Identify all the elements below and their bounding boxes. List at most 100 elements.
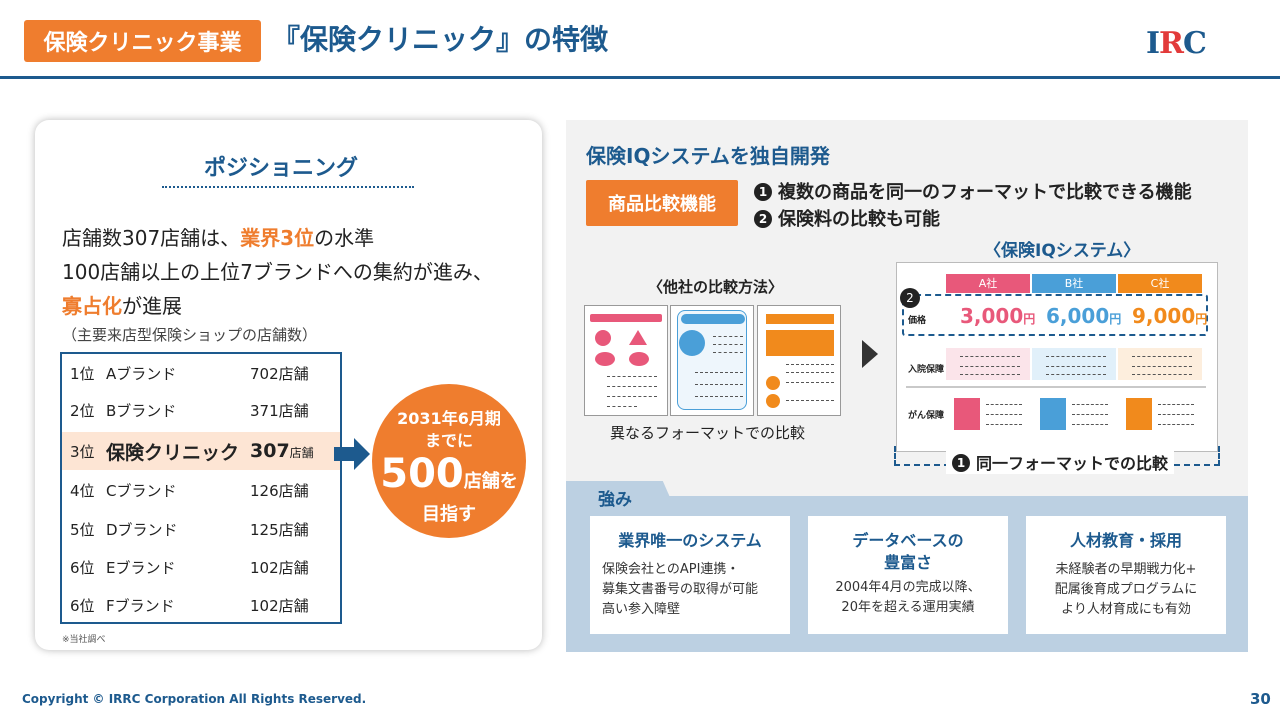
company-header: B社	[1032, 274, 1116, 293]
strength-title: 人材教育・採用	[1069, 531, 1182, 550]
feature-text: 保険料の比較も可能	[778, 209, 940, 230]
goal-circle: 2031年6月期 までに 500店舗を 目指す	[372, 384, 526, 538]
goal-text: までに	[424, 431, 473, 450]
rank-position: 3位	[70, 442, 95, 461]
price-value: 9,000	[1132, 304, 1196, 328]
store-count: 126店舗	[250, 481, 309, 500]
strength-card: 人材教育・採用 未経験者の早期戦力化+ 配属後育成プログラムに より人材育成にも…	[1026, 516, 1226, 634]
ranking-row-highlight: 3位 保険クリニック 307店舗	[62, 432, 340, 470]
highlight-text: 寡占化	[62, 294, 122, 318]
strength-title-line: データベースの	[852, 531, 964, 550]
strength-card: データベースの豊富さ 2004年4月の完成以降、 20年を超える運用実績	[808, 516, 1008, 634]
logo-letter: C	[1182, 26, 1207, 61]
document-thumbnail	[670, 305, 754, 416]
company-header: C社	[1118, 274, 1202, 293]
price-value: 6,000	[1046, 304, 1110, 328]
count-unit: 店舗	[289, 446, 314, 460]
document-thumbnail	[757, 305, 841, 416]
ranking-row: 6位 Fブランド 102店舗	[62, 586, 340, 624]
logo-letter: I	[1146, 26, 1160, 61]
strength-line: 高い参入障壁	[602, 602, 681, 617]
brand-name: Cブランド	[106, 481, 177, 500]
iq-title: 保険IQシステムを独自開発	[586, 144, 830, 168]
price-unit: 円	[1195, 312, 1208, 326]
hospital-cell	[1118, 348, 1202, 380]
page-number: 30	[1250, 690, 1271, 708]
price-unit: 円	[1023, 312, 1036, 326]
ranking-row: 4位 Cブランド 126店舗	[62, 471, 340, 509]
strength-line: 2004年4月の完成以降、	[835, 580, 981, 595]
strength-line: 20年を超える運用実績	[841, 600, 975, 615]
strength-body: 2004年4月の完成以降、 20年を超える運用実績	[808, 578, 1008, 618]
rank-position: 6位	[70, 596, 95, 615]
brand-name: Bブランド	[106, 401, 177, 420]
row-label-cancer: がん保障	[908, 411, 945, 421]
row-label-hospital: 入院保障	[908, 365, 945, 375]
text: 店舗数307店舗は、	[62, 226, 241, 250]
rank-position: 4位	[70, 481, 95, 500]
strength-title-line: 豊富さ	[883, 553, 932, 572]
cancer-block	[954, 398, 980, 430]
description-line-3: 寡占化が進展	[62, 290, 182, 319]
goal-value: 500	[380, 451, 464, 497]
rank-position: 1位	[70, 364, 95, 383]
brand-name: 保険クリニック	[106, 441, 240, 464]
ranking-row: 5位 Dブランド 125店舗	[62, 510, 340, 548]
count-number: 307	[250, 440, 290, 462]
rank-position: 6位	[70, 558, 95, 577]
ranking-row: 6位 Eブランド 102店舗	[62, 548, 340, 586]
brand-name: Aブランド	[106, 364, 177, 383]
ranking-table: 1位 Aブランド 702店舗 2位 Bブランド 371店舗 3位 保険クリニック…	[60, 352, 342, 624]
ranking-row: 1位 Aブランド 702店舗	[62, 354, 340, 392]
company-logo: IRC	[1146, 26, 1207, 61]
number-badge-icon: 1	[952, 454, 970, 472]
arrow-right-icon	[354, 438, 370, 470]
document-thumbnail	[584, 305, 668, 416]
price-row-highlight	[902, 294, 1208, 336]
strength-line: 未経験者の早期戦力化+	[1055, 562, 1197, 577]
brand-name: Dブランド	[106, 520, 178, 539]
price-value: 3,000	[960, 304, 1024, 328]
strength-line: より人材育成にも有効	[1061, 602, 1191, 617]
logo-letter: R	[1159, 26, 1184, 61]
rank-position: 2位	[70, 401, 95, 420]
strength-body: 保険会社とのAPI連携・ 募集文書番号の取得が可能 高い参入障壁	[590, 560, 790, 620]
copyright: Copyright © IRRC Corporation All Rights …	[22, 692, 367, 706]
other-method-label: 〈他社の比較方法〉	[648, 278, 784, 296]
strength-line: 配属後育成プログラムに	[1054, 582, 1198, 597]
strengths-label: 強み	[598, 490, 632, 510]
strength-title: データベースの豊富さ	[808, 530, 1008, 574]
strength-line: 保険会社とのAPI連携・	[602, 562, 740, 577]
goal-text: 2031年6月期	[397, 409, 501, 428]
strength-body: 未経験者の早期戦力化+ 配属後育成プログラムに より人材育成にも有効	[1026, 560, 1226, 620]
highlight-text: 業界3位	[240, 226, 315, 250]
number-badge-icon: 2	[754, 210, 772, 228]
goal-number: 500店舗を	[372, 452, 526, 504]
arrow-right-icon	[334, 447, 356, 461]
header-divider	[0, 76, 1280, 79]
price-b: 6,000円	[1046, 304, 1121, 328]
store-count: 102店舗	[250, 596, 309, 615]
hospital-cell	[946, 348, 1030, 380]
title-underline	[162, 186, 414, 188]
feature-text: 複数の商品を同一のフォーマットで比較できる機能	[778, 182, 1192, 203]
table-caption: （主要来店型保険ショップの店舗数）	[62, 326, 318, 344]
description-line-1: 店舗数307店舗は、業界3位の水準	[62, 222, 374, 251]
price-unit: 円	[1109, 312, 1122, 326]
price-a: 3,000円	[960, 304, 1035, 328]
description-line-2: 100店舗以上の上位7ブランドへの集約が進み、	[62, 260, 493, 284]
arrow-right-icon	[862, 340, 878, 368]
text: が進展	[122, 294, 182, 318]
number-badge-icon: 2	[900, 288, 920, 308]
different-format-label: 異なるフォーマットでの比較	[610, 424, 806, 442]
function-badge: 商品比較機能	[586, 180, 738, 226]
brand-name: Fブランド	[106, 596, 175, 615]
row-label-price: 価格	[908, 316, 927, 326]
cancer-block	[1126, 398, 1152, 430]
section-tag: 保険クリニック事業	[24, 20, 261, 62]
price-c: 9,000円	[1132, 304, 1207, 328]
store-count: 371店舗	[250, 401, 309, 420]
